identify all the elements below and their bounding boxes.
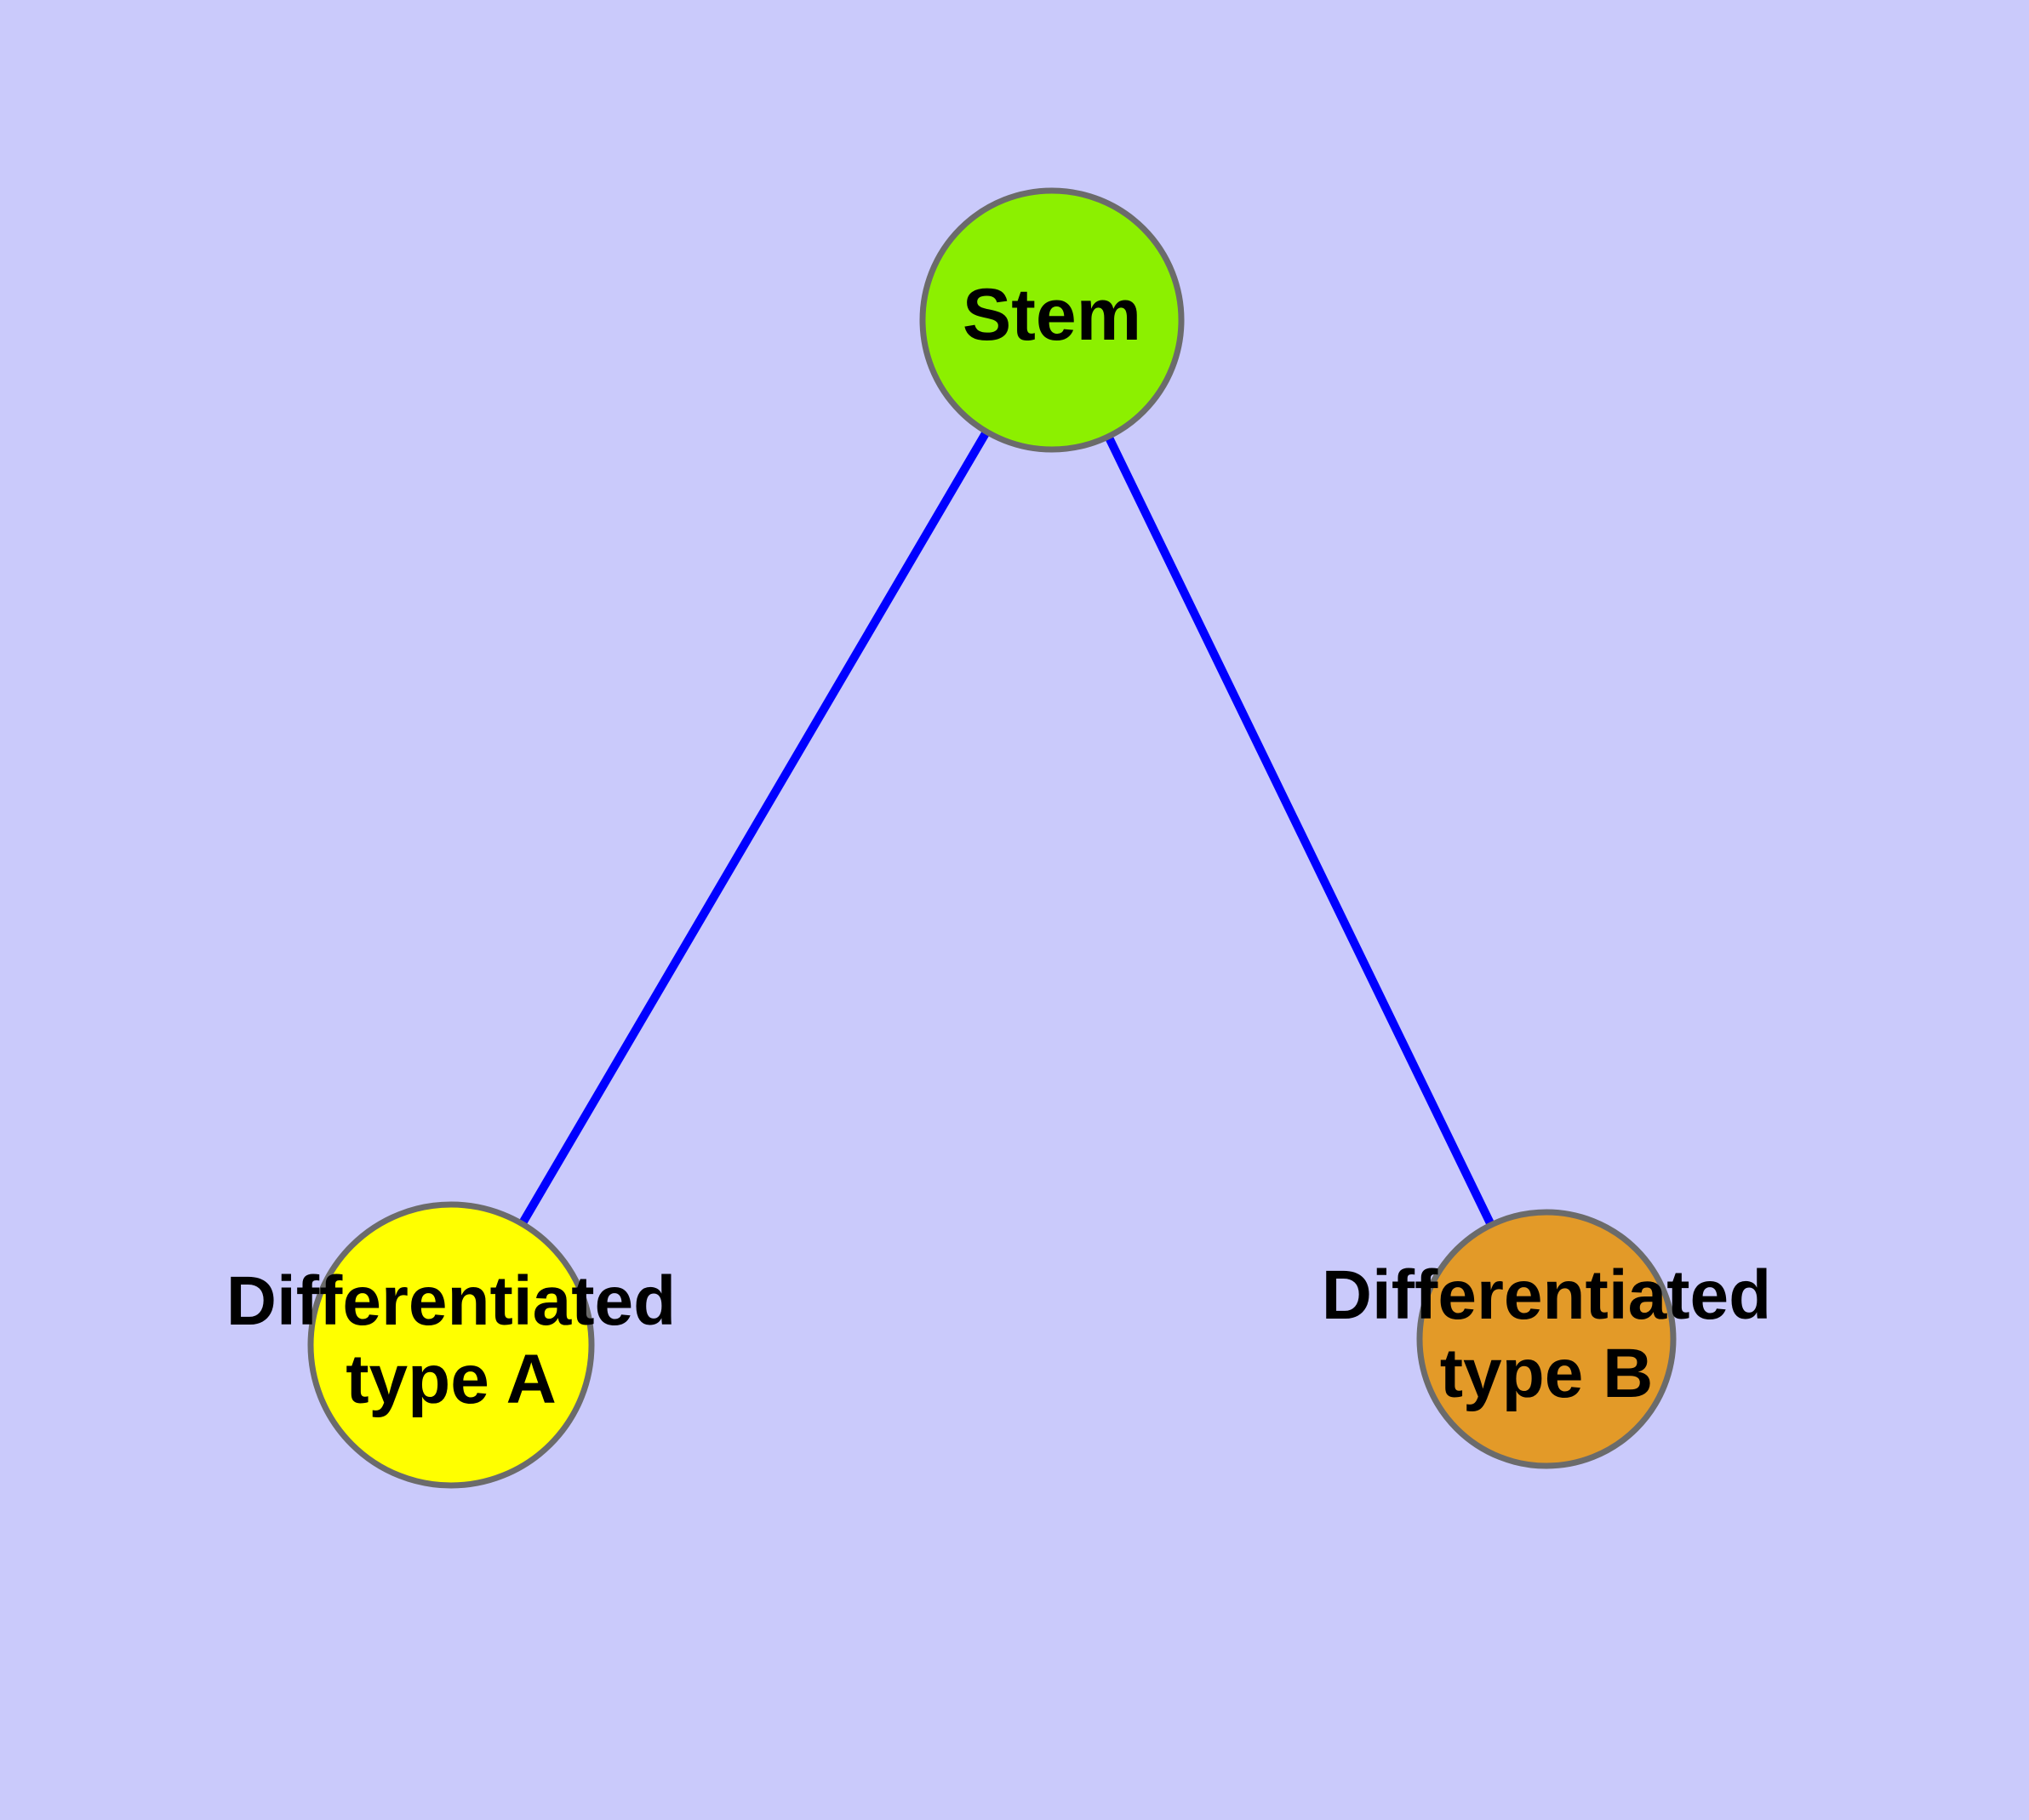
node-label-line: type B bbox=[1440, 1335, 1654, 1412]
node-label-line: Differentiated bbox=[226, 1262, 677, 1340]
node-circle-stem[interactable] bbox=[919, 187, 1185, 453]
edge-stem-diff_b[interactable] bbox=[1048, 318, 1551, 1342]
node-circle-diff_b[interactable] bbox=[1416, 1209, 1677, 1469]
edge-stem-diff_a[interactable] bbox=[447, 318, 1056, 1348]
node-circle-diff_a[interactable] bbox=[307, 1201, 595, 1489]
node-label-line: Differentiated bbox=[1322, 1256, 1772, 1334]
edge-layer bbox=[447, 318, 1551, 1348]
node-label-line: Stem bbox=[963, 274, 1141, 356]
node-stem[interactable]: Stem bbox=[919, 187, 1185, 453]
node-label-line: type A bbox=[346, 1341, 557, 1418]
node-label-stem: Stem bbox=[963, 274, 1141, 356]
